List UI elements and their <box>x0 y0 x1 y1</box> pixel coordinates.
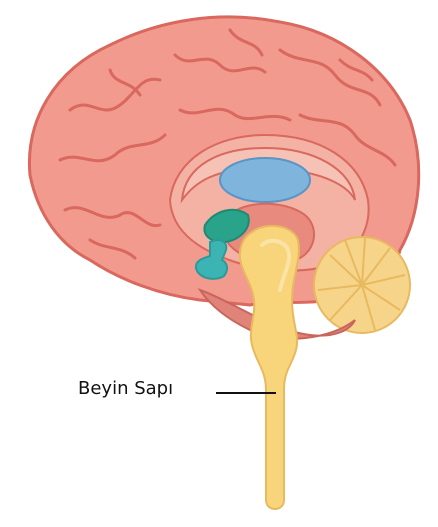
brainstem <box>240 226 299 509</box>
ventricle <box>220 158 310 202</box>
cerebellum <box>314 237 410 333</box>
brainstem-label: Beyin Sapı <box>78 379 173 399</box>
